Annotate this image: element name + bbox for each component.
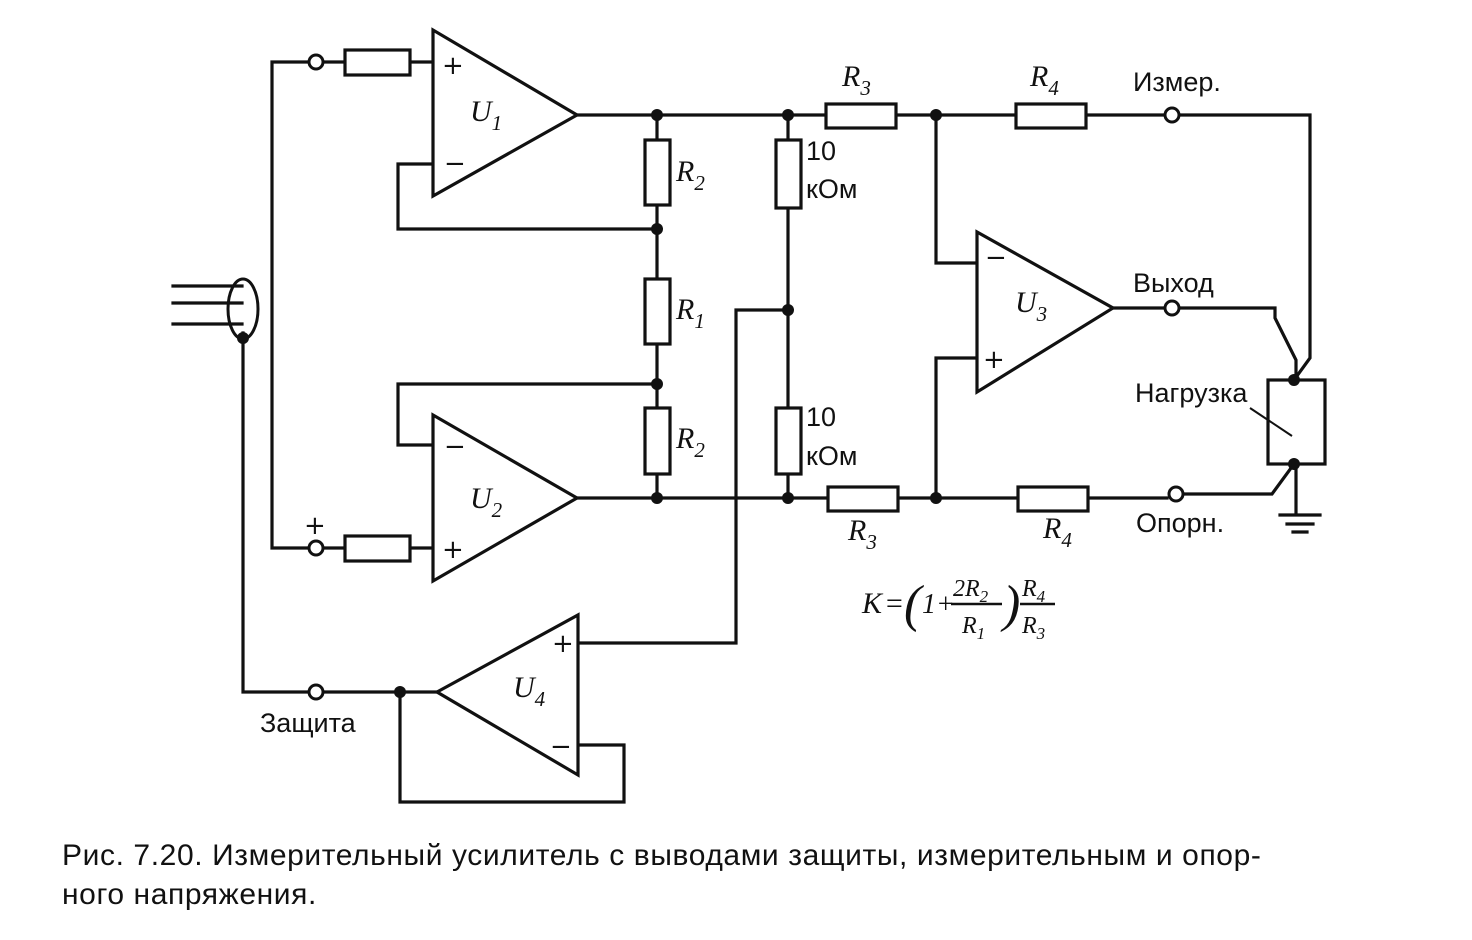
opamp-u4 <box>433 612 580 778</box>
u4-label: U4 <box>513 671 546 711</box>
u4-plus-sign: + <box>552 629 574 659</box>
svg-text:1+: 1+ <box>922 589 955 620</box>
figure-caption: Рис. 7.20. Измерительный усилитель с выв… <box>62 836 1442 914</box>
r2-bottom-label: R2 <box>675 422 705 462</box>
u2-minus-sign: − <box>444 432 466 462</box>
r1-label: R1 <box>675 293 705 333</box>
u3-plus-sign: + <box>983 345 1005 375</box>
svg-text:K: K <box>861 587 884 620</box>
cable-shield-icon <box>226 277 260 341</box>
opamp-u2 <box>431 412 581 584</box>
reference-label: Опорн. <box>1136 508 1224 538</box>
svg-text:R3: R3 <box>1021 613 1045 643</box>
r3-top-label: R3 <box>841 60 871 100</box>
resistor-10k-bottom <box>774 406 803 476</box>
u3-minus-sign: − <box>985 243 1007 273</box>
wires <box>171 60 1322 804</box>
output-terminal <box>1163 299 1181 317</box>
svg-text:2R2: 2R2 <box>953 576 989 606</box>
reference-terminal <box>1167 485 1185 503</box>
output-label: Выход <box>1133 268 1214 298</box>
r2-top-label: R2 <box>675 155 705 195</box>
load-label-pointer <box>1249 407 1293 437</box>
resistor-r4-top <box>1014 102 1088 130</box>
opamp-u3 <box>975 229 1117 395</box>
resistor-r2-top <box>643 138 672 207</box>
r4-bottom-label: R4 <box>1042 512 1072 552</box>
guard-terminal <box>307 683 325 701</box>
resistor-r3-top <box>824 102 898 130</box>
input-terminal-minus <box>307 53 325 71</box>
divider-bottom-unit: кОм <box>806 441 857 471</box>
resistor-r3-bottom <box>826 485 900 513</box>
input-resistor-top <box>343 48 412 77</box>
r4-top-label: R4 <box>1029 60 1059 100</box>
resistor-10k-top <box>774 138 803 210</box>
resistor-r4-bottom <box>1016 485 1090 513</box>
gain-formula: K = ( 1+ 2R2 R1 ) R4 R3 <box>861 576 1055 643</box>
svg-text:(: ( <box>904 576 924 633</box>
u1-minus-sign: − <box>444 149 466 179</box>
u1-plus-sign: + <box>442 51 464 81</box>
guard-label: Защита <box>260 708 357 738</box>
svg-text:): ) <box>1000 576 1020 633</box>
opamp-u1 <box>431 27 581 199</box>
resistor-r1 <box>643 277 672 346</box>
load-label: Нагрузка <box>1135 378 1248 408</box>
input-terminal-plus <box>307 539 325 557</box>
svg-text:R1: R1 <box>961 613 985 643</box>
resistor-r2-bottom <box>643 406 672 476</box>
divider-bottom-value: 10 <box>806 402 836 432</box>
u2-label: U2 <box>470 482 503 522</box>
caption-line-1: Рис. 7.20. Измерительный усилитель с выв… <box>62 839 1262 872</box>
svg-text:=: = <box>884 587 904 620</box>
input-plus-sign: + <box>304 511 326 541</box>
caption-line-2: ного напряжения. <box>62 878 317 911</box>
circuit-schematic: + − − + − + + − U1 U2 U3 U4 R2 R1 R2 R3 … <box>171 27 1327 804</box>
u2-plus-sign: + <box>442 535 464 565</box>
r3-bottom-label: R3 <box>847 514 877 554</box>
load-resistor <box>1266 378 1327 466</box>
u1-label: U1 <box>470 95 502 135</box>
u3-label: U3 <box>1015 286 1047 326</box>
junction-dots <box>237 109 1300 698</box>
measure-label: Измер. <box>1133 67 1221 97</box>
divider-top-value: 10 <box>806 136 836 166</box>
measure-terminal <box>1163 106 1181 124</box>
input-resistor-bottom <box>343 534 412 563</box>
u4-minus-sign: − <box>550 732 572 762</box>
divider-top-unit: кОм <box>806 174 857 204</box>
svg-text:R4: R4 <box>1021 576 1046 606</box>
